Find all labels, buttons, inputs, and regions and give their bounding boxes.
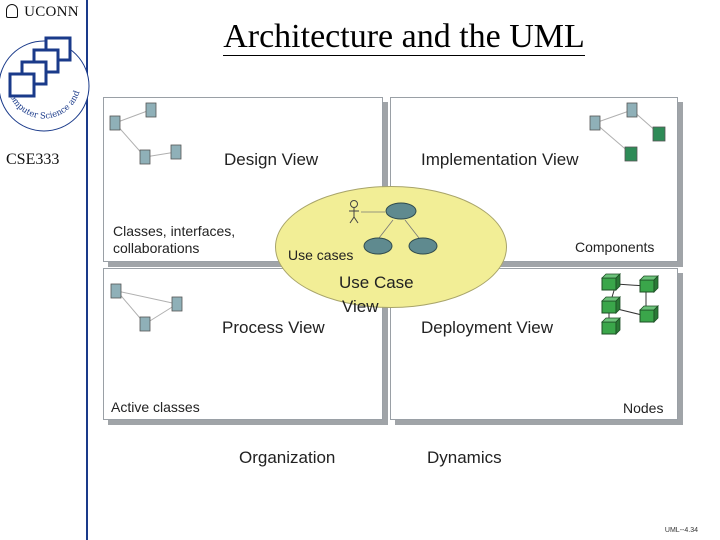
brand: UCONN (6, 4, 79, 21)
dynamics-label: Dynamics (427, 448, 502, 467)
node-icon (639, 275, 659, 293)
implementation-view-caption: Components (575, 239, 655, 255)
design-view-class-icons (109, 102, 182, 165)
design-view-title: Design View (224, 150, 319, 169)
organization-label: Organization (239, 448, 336, 467)
use-case-view-title-line1: Use Case (339, 273, 414, 292)
university-crest-icon (6, 4, 18, 18)
node-icon (601, 296, 621, 314)
deployment-view-node-icons (601, 273, 659, 335)
use-case-view-caption: Use cases (288, 247, 354, 263)
process-view-class-icons (110, 283, 183, 332)
sidebar: UCONN Computer Science and Engineering C… (0, 0, 90, 540)
use-case-oval (385, 202, 417, 220)
process-view-caption: Active classes (111, 399, 200, 415)
use-case-oval (363, 237, 393, 255)
design-view-caption: Classes, interfaces, collaborations (113, 223, 236, 256)
deployment-view-title: Deployment View (421, 318, 553, 337)
course-code: CSE333 (6, 151, 60, 168)
node-icon (639, 305, 659, 323)
implementation-view-title: Implementation View (421, 150, 579, 169)
slide-footer-id: UML--4.34 (664, 527, 698, 534)
slide-title-text: Architecture and the UML (223, 18, 585, 56)
use-case-view-title-line2: View (342, 297, 379, 316)
use-case-icons (349, 200, 438, 255)
brand-name: UCONN (24, 4, 79, 20)
node-icon (601, 317, 621, 335)
actor-icon (349, 200, 359, 224)
node-icon (601, 273, 621, 291)
process-view-title: Process View (222, 318, 325, 337)
implementation-view-component-icons (589, 102, 666, 162)
use-case-oval (408, 237, 438, 255)
department-logo: Computer Science and Engineering (0, 20, 90, 132)
stacked-windows-icon (8, 36, 72, 98)
slide-title: Architecture and the UML (88, 18, 720, 56)
deployment-view-caption: Nodes (623, 400, 664, 416)
